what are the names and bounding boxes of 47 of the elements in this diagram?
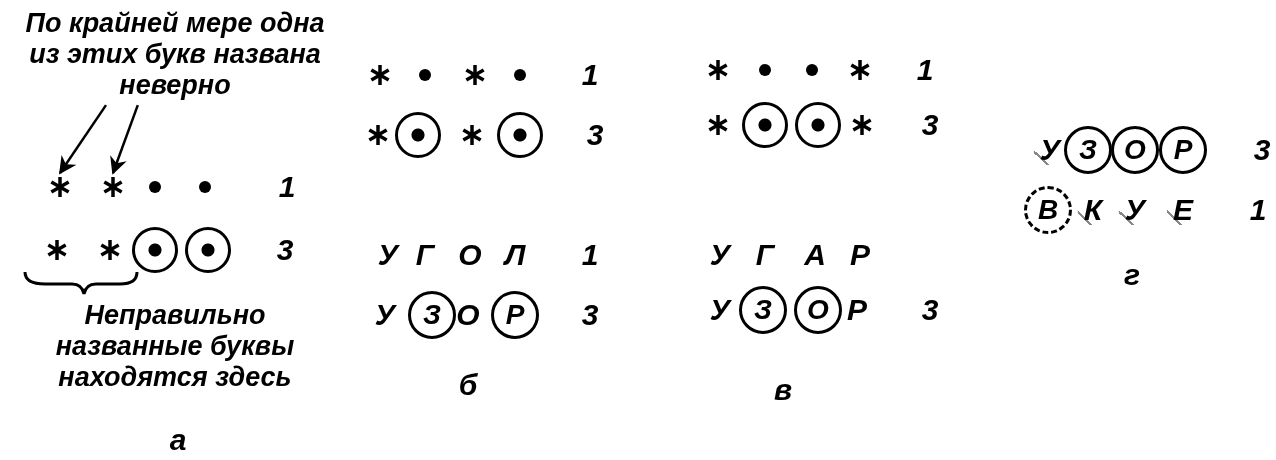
letter: У	[709, 295, 731, 325]
letter: Г	[415, 240, 435, 270]
score-number: 3	[921, 295, 939, 325]
circled-letter: З	[408, 291, 456, 339]
arrow	[58, 104, 108, 175]
panel-label: в	[773, 375, 793, 405]
asterisk-mark	[50, 177, 70, 197]
circled-dot	[742, 102, 788, 148]
annotation-text: По крайней мере одна из этих букв названа неверно	[25, 8, 325, 102]
annotation-text: Неправильно названные буквы находятся здесь	[54, 300, 296, 394]
circled-dot	[132, 227, 178, 273]
asterisk-mark	[103, 177, 123, 197]
circled-dot	[497, 112, 543, 158]
score-number: 1	[581, 60, 599, 90]
score-number: 3	[921, 110, 939, 140]
circled-letter: Р	[1159, 126, 1207, 174]
circled-letter: Р	[491, 291, 539, 339]
score-number: 3	[1253, 135, 1271, 165]
circled-letter: З	[739, 286, 787, 334]
score-number: 1	[916, 55, 934, 85]
score-number: 3	[276, 235, 294, 265]
dashed-circled-letter: В	[1024, 186, 1072, 234]
letter: Р	[847, 295, 867, 325]
letter: Г	[755, 240, 775, 270]
panel-label: б	[458, 370, 478, 400]
score-number: 3	[581, 300, 599, 330]
letter: Р	[850, 240, 870, 270]
letter: О	[458, 240, 482, 270]
letter: Л	[504, 240, 526, 270]
letter: У	[374, 300, 396, 330]
score-number: 1	[1249, 195, 1267, 225]
circled-dot	[185, 227, 231, 273]
score-number: 1	[278, 172, 296, 202]
circled-dot	[395, 112, 441, 158]
letter: У	[377, 240, 399, 270]
arrow	[110, 104, 139, 175]
letter: А	[804, 240, 826, 270]
score-number: 3	[586, 120, 604, 150]
panel-label: г	[1124, 260, 1140, 290]
circled-letter: З	[1064, 126, 1112, 174]
score-number: 1	[581, 240, 599, 270]
letter: У	[709, 240, 731, 270]
circled-dot	[795, 102, 841, 148]
circled-letter: О	[1111, 126, 1159, 174]
circled-letter: О	[794, 286, 842, 334]
letter: О	[456, 300, 480, 330]
panel-label: а	[169, 425, 187, 455]
